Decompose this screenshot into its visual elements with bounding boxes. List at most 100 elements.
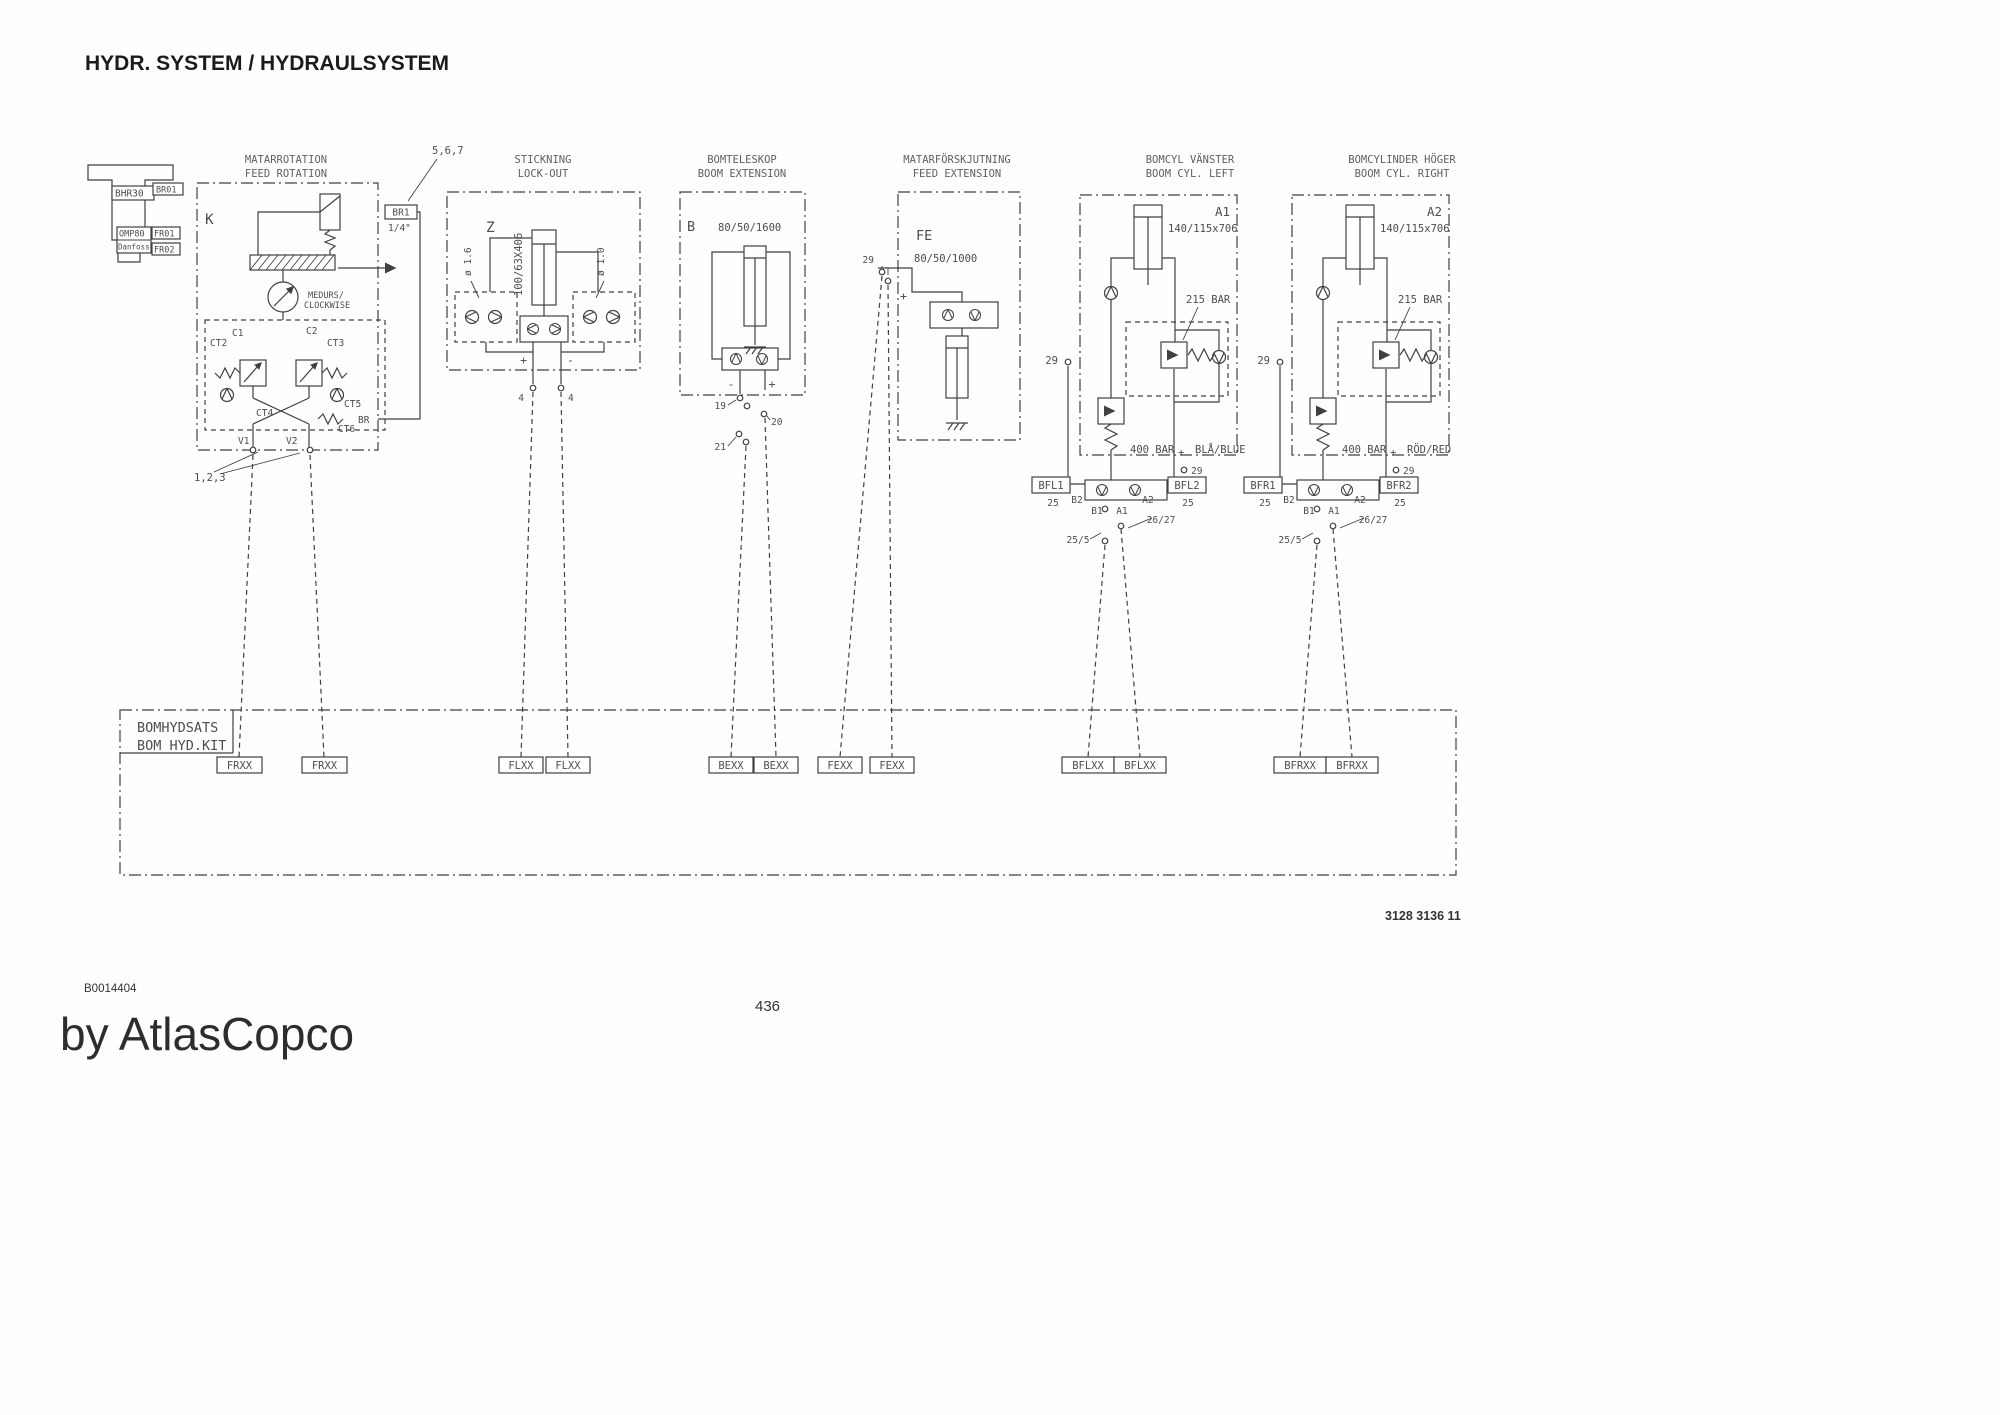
port-25-left-label: 25 [1047,498,1058,509]
check-valve-icon [1423,349,1439,365]
cylinder-size: 100/63X406 [513,233,525,296]
section-border [1079,194,1238,456]
port-20-label: 20 [771,417,783,428]
flow-arrow-icon [1167,349,1179,361]
port-255-label: 25/5 [1279,535,1302,546]
manifold-block [1084,479,1168,501]
ref-tag-box [151,226,181,240]
port-icon [742,438,750,446]
section-title-en: BOOM CYL. RIGHT [1355,168,1451,180]
section-tag: FE [916,228,932,244]
kit-tag-box [1325,756,1379,774]
kit-tag-box [817,756,863,774]
kit-tag-box [1113,756,1167,774]
hose-color-label: BLÅ/BLUE [1195,443,1246,456]
callout-top: 5,6,7 [432,145,464,157]
kit-tag: FRXX [312,760,338,772]
section-title-sv: MATARROTATION [245,154,327,166]
port-b2-label: B2 [1071,495,1082,506]
kit-tag-box [708,756,754,774]
cylinder-symbol [1133,204,1163,285]
kit-border [119,709,1457,876]
section-border [196,182,379,451]
valve-block-border [1125,321,1229,397]
hose-color-label: RÖD/RED [1407,443,1451,456]
check-valve-icon [1103,285,1119,301]
section-feed-rotation: MATARROTATION FEED ROTATION K MEDURS/ CL… [194,145,464,484]
hose-tag-box [1167,476,1207,494]
plus-label: + [1390,447,1396,459]
port-icon [1313,537,1321,545]
motor-outline [87,164,174,263]
section-title-sv: BOMTELESKOP [707,154,777,166]
spring-icon [1399,348,1427,362]
section-title-en: BOOM CYL. LEFT [1146,168,1235,180]
check-valve-icon [1128,483,1142,497]
anchor-icon [945,422,969,431]
check-valve-icon [329,387,345,403]
port-label-v2: V2 [286,436,297,447]
port-a2-label: A2 [1354,495,1365,506]
section-feed-extension: MATARFÖRSKJUTNING FEED EXTENSION FE 80/5… [863,153,1021,441]
check-valve-icon [729,352,743,366]
check-valve-icon [526,322,540,336]
hose-tag-1: BFR1 [1250,480,1275,492]
check-valve-icon [548,322,562,336]
motor-type: OMP80 [119,230,145,240]
port-2627-label: 26/27 [1359,515,1388,526]
port-2627-label: 26/27 [1147,515,1176,526]
cylinder-symbol [743,245,767,355]
port-29-left-label: 29 [1045,355,1058,367]
drawing-number: 3128 3136 11 [1385,909,1461,923]
spring-icon [1187,348,1215,362]
cylinder-symbol [1345,204,1375,285]
check-valve-icon [941,308,955,322]
counterbalance-valves [214,359,348,450]
port-label-ct6: CT6 [338,424,355,435]
port-label-c2: C2 [306,326,317,337]
valve-body [721,347,779,371]
section-tag: A1 [1215,204,1230,219]
port-icon [306,446,314,454]
spring-icon [1104,423,1118,451]
port-icon [760,410,768,418]
section-title-sv: STICKNING [515,154,572,166]
br1-size: 1/4" [388,223,411,234]
pilot-valve-border [572,291,636,343]
motor-maker: Danfoss [118,243,150,252]
kit-tag-box [498,756,544,774]
plus-label: + [1178,447,1184,459]
port-19-label: 19 [715,401,727,412]
port-icon [735,430,743,438]
kit-tag: BFRXX [1284,760,1316,772]
rotation-motor-symbol [267,270,299,320]
port-icon [1313,505,1321,513]
section-title-sv: BOMCYL VÄNSTER [1146,153,1235,166]
kit-tag: BFRXX [1336,760,1368,772]
cylinder-symbol [945,335,969,431]
section-title-sv: BOMCYLINDER HÖGER [1348,153,1456,166]
port-4-label: 4 [518,393,524,404]
port-25-right-label: 25 [1182,498,1193,509]
kit-tag-box [545,756,591,774]
kit-tag-box [301,756,348,774]
port-label-c1: C1 [232,328,244,339]
check-valve-icon [582,309,598,325]
section-tag: A2 [1427,204,1442,219]
kit-connector-lines [238,275,893,758]
kit-tag: BEXX [718,760,744,772]
model-tag: BHR30 [115,189,144,200]
hose-tag-box [1031,476,1071,494]
check-valve-icon [755,352,769,366]
orifice-left-label: ø 1.6 [463,247,474,276]
solenoid-valve-symbol [319,193,341,251]
check-valve-icon [464,309,480,325]
port-icon [529,384,537,392]
port-icon [557,384,565,392]
port-icon [1101,505,1109,513]
cylinder-symbol [531,229,557,316]
check-valve-icon [219,387,235,403]
section-title-en: FEED EXTENSION [913,168,1002,180]
